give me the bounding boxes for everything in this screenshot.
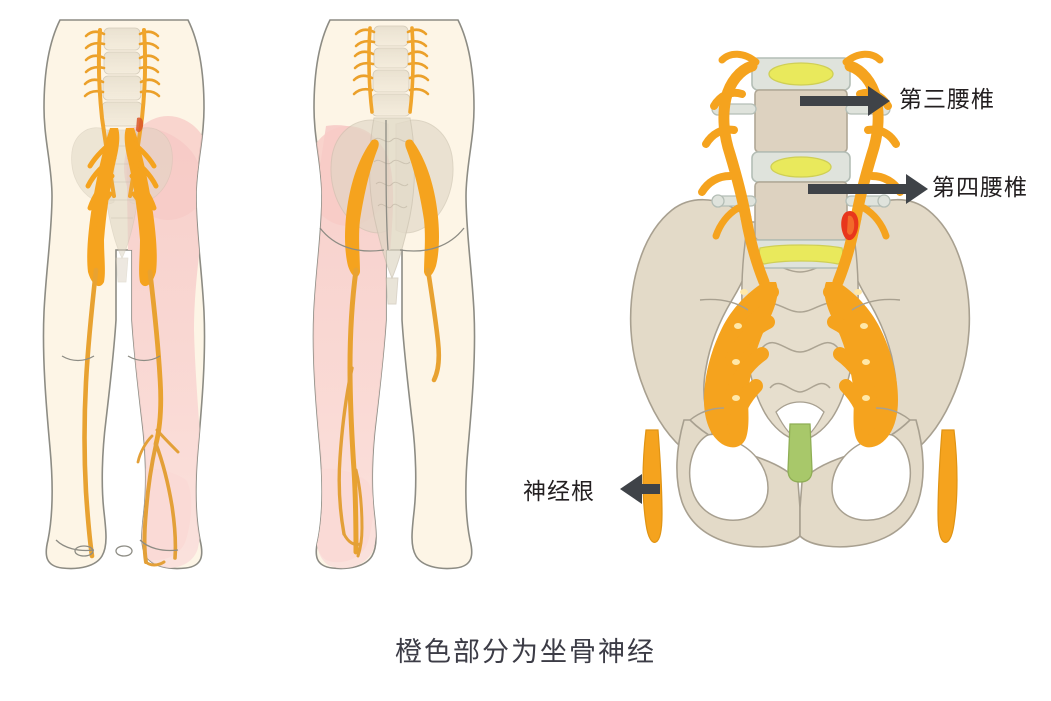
- front-compression-point: [136, 117, 144, 133]
- arrow-right-icon-l4: [808, 174, 928, 204]
- arrow-left-icon-nerve-root: [620, 474, 660, 504]
- nerve-compression-point: [841, 210, 859, 241]
- front-sciatic-nerve: [82, 28, 180, 567]
- sciatic-trunk-right: [937, 429, 958, 543]
- arrow-right-icon-l3: [800, 86, 890, 116]
- foramen-highlights-right: [854, 289, 870, 401]
- panel-front-view: [42, 19, 206, 570]
- label-l4-vertebra: 第四腰椎: [932, 175, 1028, 201]
- disc-l4: [770, 156, 832, 178]
- panel-back-view: [312, 19, 476, 570]
- sacral-plexus-right: [823, 282, 898, 448]
- vertebra-l5: [750, 239, 852, 269]
- sacral-plexus-left: [704, 282, 779, 448]
- coccyx: [787, 423, 813, 483]
- disc-l5: [758, 244, 844, 265]
- back-body-detail-lines: [319, 119, 465, 252]
- obturator-foramen-right: [831, 433, 912, 521]
- disc-l3: [768, 62, 834, 86]
- vertebra-l3: [751, 57, 851, 153]
- back-gluteal-nerves: [337, 139, 442, 558]
- front-body-detail-lines: [55, 355, 179, 557]
- foramen-highlights-left: [732, 289, 748, 401]
- vertebra-l4: [751, 151, 851, 241]
- obturator-foramen-left: [688, 433, 769, 521]
- pelvis-inner-contours: [689, 298, 911, 421]
- label-nerve-root: 神经根: [523, 479, 595, 505]
- figure-caption: 橙色部分为坐骨神经: [395, 637, 656, 668]
- panel-pelvis-detail: [620, 50, 971, 548]
- label-l3-vertebra: 第三腰椎: [899, 87, 995, 113]
